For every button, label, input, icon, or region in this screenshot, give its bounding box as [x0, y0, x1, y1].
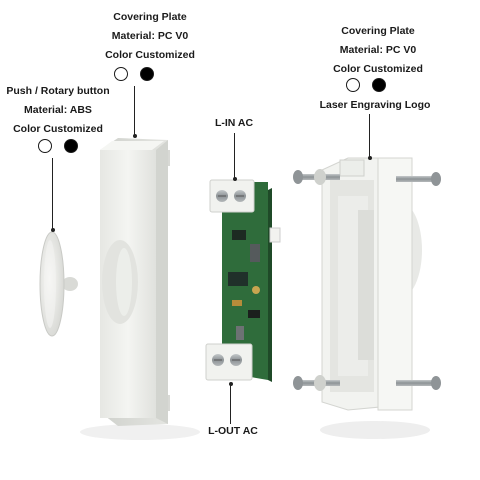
l-in-label: L-IN AC — [214, 117, 254, 129]
covering-plate-right-title: Covering Plate — [341, 25, 415, 37]
covering-plate-part — [100, 138, 170, 426]
swatch-black — [140, 67, 154, 81]
screw-bottom-left — [293, 375, 340, 391]
covering-plate-right-swatches — [346, 78, 386, 92]
mounting-frame-part — [293, 157, 441, 411]
pcb-assembly — [205, 179, 281, 382]
screw-bottom-right — [396, 376, 441, 390]
screw-top-right — [396, 172, 441, 186]
covering-plate-right-material: Material: PC V0 — [339, 44, 417, 56]
covering-plate-left-color: Color Customized — [105, 49, 195, 61]
push-rotary-button — [39, 231, 78, 337]
swatch-white — [346, 78, 360, 92]
swatch-black — [64, 139, 78, 153]
l-out-leader — [228, 382, 233, 424]
button-leader — [50, 158, 55, 232]
swatch-white — [38, 139, 52, 153]
frame-shadow — [320, 421, 430, 439]
covering-plate-left-swatches — [114, 67, 154, 81]
button-title: Push / Rotary button — [6, 85, 110, 97]
screw-top-left — [293, 169, 340, 185]
covering-plate-right-label: Covering Plate Material: PC V0 Color Cus… — [318, 22, 438, 79]
button-color: Color Customized — [13, 123, 103, 135]
covering-plate-right-color: Color Customized — [333, 63, 423, 75]
swatch-black — [372, 78, 386, 92]
covering-plate-left-leader — [132, 86, 137, 138]
plate-shadow — [80, 424, 200, 440]
button-material: Material: ABS — [24, 104, 92, 116]
covering-plate-right-leader — [367, 114, 372, 160]
l-out-label: L-OUT AC — [208, 425, 258, 437]
button-label: Push / Rotary button Material: ABS Color… — [2, 82, 114, 139]
swatch-white — [114, 67, 128, 81]
covering-plate-left-label: Covering Plate Material: PC V0 Color Cus… — [90, 8, 210, 65]
covering-plate-left-title: Covering Plate — [113, 11, 187, 23]
l-in-leader — [232, 133, 237, 181]
button-swatches — [38, 139, 78, 153]
laser-engraving-label: Laser Engraving Logo — [319, 99, 431, 111]
covering-plate-left-material: Material: PC V0 — [111, 30, 189, 42]
